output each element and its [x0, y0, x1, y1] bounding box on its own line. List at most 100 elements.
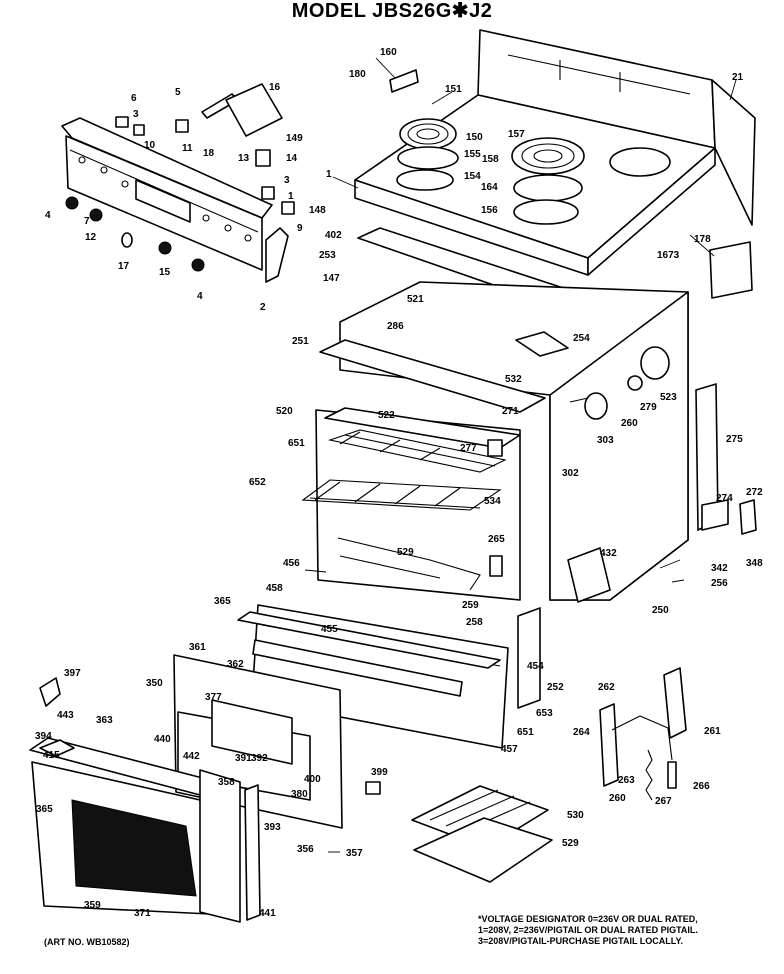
callout: 440: [154, 734, 171, 745]
callout: 530: [567, 810, 584, 821]
callout: 443: [57, 710, 74, 721]
switch-1: [261, 186, 275, 200]
callout: 16: [269, 82, 281, 93]
callout: 156: [481, 205, 498, 216]
callout: 302: [562, 468, 579, 479]
callout: 251: [292, 336, 309, 347]
vent-duct-254: [515, 331, 569, 357]
callout: 391: [235, 753, 252, 764]
panel-end-cap: [265, 227, 289, 283]
knob-12: [89, 208, 103, 222]
callout: 359: [84, 900, 101, 911]
callout: 1673: [657, 250, 680, 261]
vent-415: [39, 739, 75, 757]
callout: 458: [266, 583, 283, 594]
callout: 397: [64, 668, 81, 679]
hinge-bracket-261: [663, 667, 687, 739]
callout: 158: [482, 154, 499, 165]
callout: 432: [600, 548, 617, 559]
callout: 12: [85, 232, 97, 243]
drip-pan-158: [513, 174, 583, 202]
callout: 4: [45, 210, 51, 221]
callout: 147: [323, 273, 340, 284]
voltage-note-line: 1=208V, 2=236V/PIGTAIL OR DUAL RATED PIG…: [478, 925, 698, 935]
callout: 14: [286, 153, 298, 164]
bracket-432: [567, 547, 611, 603]
rod-266: [667, 761, 677, 789]
callout: 377: [205, 692, 222, 703]
callout: 365: [214, 596, 231, 607]
callout: 150: [466, 132, 483, 143]
callout: 272: [746, 487, 763, 498]
callout: 260: [609, 793, 626, 804]
door-panel-358: [244, 784, 261, 921]
callout: 651: [288, 438, 305, 449]
callout: 267: [655, 796, 672, 807]
callout: 529: [562, 838, 579, 849]
callout: 265: [488, 534, 505, 545]
callout: 361: [189, 642, 206, 653]
callout: 348: [746, 558, 763, 569]
sensor-277: [487, 439, 503, 457]
callout: 5: [175, 87, 181, 98]
diagram-title: MODEL JBS26G✱J2: [291, 0, 493, 22]
hinge-252: [517, 607, 541, 709]
clock-window: [135, 179, 191, 223]
callout: 263: [618, 775, 635, 786]
callout: 529: [397, 547, 414, 558]
drawer-handle: [252, 639, 463, 697]
burner-opening: [609, 147, 671, 177]
oven-body: [315, 281, 757, 603]
callout: 357: [346, 848, 363, 859]
switch-11: [133, 124, 145, 136]
callout: 441: [259, 908, 276, 919]
handle-365: [237, 611, 501, 669]
callout: 180: [349, 69, 366, 80]
callout: 178: [694, 234, 711, 245]
callout: 154: [464, 171, 481, 182]
broiler-pan-assembly: [411, 785, 553, 883]
callout: 260: [621, 418, 638, 429]
callout: 277: [460, 443, 477, 454]
bumper-399: [365, 781, 381, 795]
callout: 13: [238, 153, 250, 164]
callout: 266: [693, 781, 710, 792]
callout: 160: [380, 47, 397, 58]
hinge-assembly: [599, 667, 687, 801]
callout: 17: [118, 261, 130, 272]
callout: 651: [517, 727, 534, 738]
callout: 521: [407, 294, 424, 305]
hinge-397: [39, 677, 61, 707]
callout: 400: [304, 774, 321, 785]
callout: 250: [652, 605, 669, 616]
callout: 365: [36, 804, 53, 815]
callout: 18: [203, 148, 215, 159]
callout: 1: [326, 169, 332, 180]
cooktop-assembly: [354, 29, 756, 316]
reflector-156: [513, 199, 579, 225]
control-panel-top-edge: [61, 117, 273, 219]
terminal-block-160: [389, 69, 419, 93]
callout: 164: [481, 182, 498, 193]
callout: 253: [319, 250, 336, 261]
callout: 457: [501, 744, 518, 755]
callout: 523: [660, 392, 677, 403]
callout: 254: [573, 333, 590, 344]
socket-279: [627, 375, 643, 391]
bracket-274: [701, 499, 729, 531]
drip-pan-155: [397, 146, 459, 170]
knob-15: [158, 241, 172, 255]
bracket-178: [709, 241, 753, 299]
callout: 149: [286, 133, 303, 144]
voltage-note: *VOLTAGE DESIGNATOR 0=236V OR DUAL RATED…: [478, 914, 778, 947]
callout: 15: [159, 267, 171, 278]
spring-267: [645, 749, 653, 801]
callout: 252: [547, 682, 564, 693]
oven-racks: [301, 407, 521, 591]
callout: 264: [573, 727, 590, 738]
bake-element-650: [339, 555, 441, 579]
callout: 394: [35, 731, 52, 742]
callout: 2: [260, 302, 266, 313]
callout: 286: [387, 321, 404, 332]
callout: 653: [536, 708, 553, 719]
